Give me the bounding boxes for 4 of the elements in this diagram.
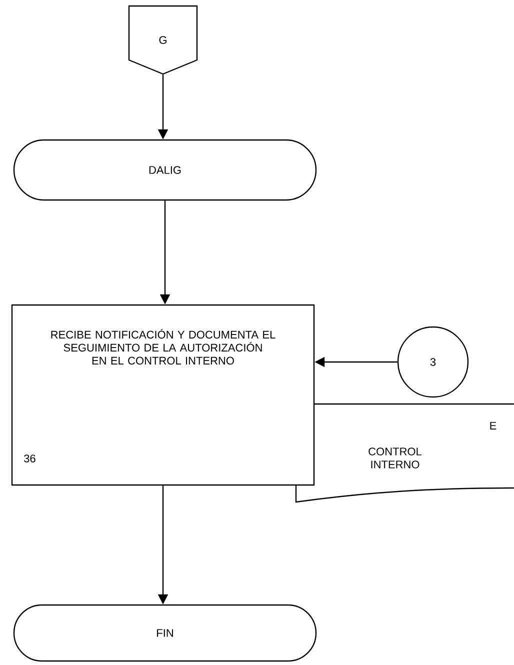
process-box: RECIBE NOTIFICACIÓN Y DOCUMENTA EL SEGUIMIENTO DE LA AUTORIZACIÓN EN EL CONTROL INTERNO 36 xyxy=(11,304,315,486)
terminator: FIN xyxy=(13,604,317,662)
off-page-connector: G xyxy=(128,5,198,75)
terminator: DALIG xyxy=(13,139,317,201)
